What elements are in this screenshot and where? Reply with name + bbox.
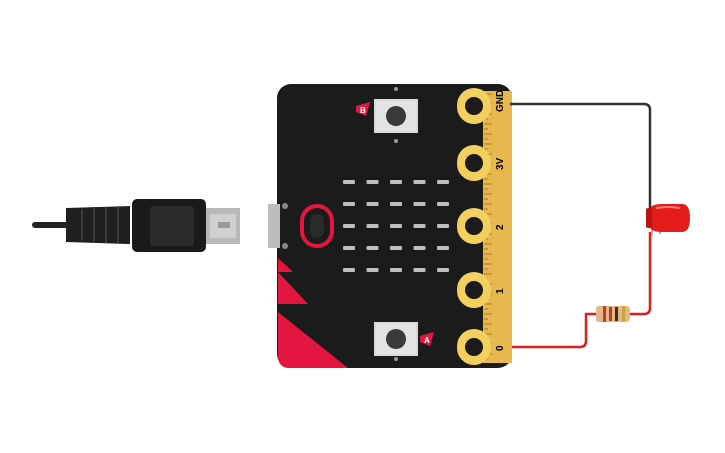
- led-matrix-pixel: [366, 224, 379, 228]
- led-matrix-pixel: [366, 202, 379, 206]
- pin-label-3v: 3V: [495, 157, 506, 170]
- button-b-cap: [386, 106, 406, 126]
- usb-cable[interactable]: [32, 199, 240, 252]
- led-matrix-pixel: [390, 180, 402, 184]
- wire-pin0-to-resistor[interactable]: [512, 312, 598, 349]
- usb-plug-face: [150, 206, 194, 246]
- resistor-icon[interactable]: [596, 306, 630, 322]
- led-matrix-pixel: [343, 224, 355, 228]
- pin-1[interactable]: 1: [457, 272, 506, 308]
- led-matrix-pixel: [343, 268, 355, 272]
- led-matrix: [343, 180, 449, 272]
- button-b-marker: [356, 102, 370, 116]
- pin-label-1: 1: [495, 288, 506, 294]
- led-body: [650, 204, 690, 232]
- strain-relief-ribs: [81, 207, 119, 243]
- led-matrix-pixel: [390, 246, 402, 250]
- led-matrix-pixel: [413, 246, 426, 250]
- led-icon[interactable]: [646, 204, 690, 236]
- button-b-label: B: [360, 106, 366, 115]
- pin-label-0: 0: [495, 345, 506, 351]
- button-a-label: A: [424, 336, 430, 345]
- led-matrix-pixel: [390, 268, 402, 272]
- led-matrix-pixel: [366, 180, 379, 184]
- button-b[interactable]: B: [356, 99, 418, 143]
- status-led: [310, 214, 324, 238]
- led-matrix-pixel: [437, 202, 449, 206]
- button-a[interactable]: A: [374, 322, 434, 361]
- led-matrix-pixel: [413, 268, 426, 272]
- led-matrix-pixel: [413, 224, 426, 228]
- led-matrix-pixel: [343, 180, 355, 184]
- pin-0[interactable]: 0: [457, 329, 506, 365]
- cable-strain-relief: [66, 206, 130, 244]
- led-matrix-pixel: [390, 224, 402, 228]
- wire-gnd-to-led[interactable]: [510, 102, 652, 214]
- led-matrix-pixel: [343, 246, 355, 250]
- board-accent-shapes: [278, 258, 348, 368]
- led-matrix-pixel: [437, 224, 449, 228]
- pin-label-gnd: GND: [495, 90, 506, 112]
- led-matrix-pixel: [366, 246, 379, 250]
- led-matrix-pixel: [413, 202, 426, 206]
- pin-gnd[interactable]: GND: [457, 88, 506, 124]
- led-matrix-pixel: [413, 180, 426, 184]
- wire-resistor-to-led[interactable]: [628, 232, 652, 316]
- button-a-cap: [386, 329, 406, 349]
- status-led-ring: [300, 204, 334, 248]
- board-usb-port: [268, 204, 280, 248]
- microbit-board[interactable]: B A GND 3V: [268, 84, 512, 368]
- pin-2[interactable]: 2: [457, 208, 506, 244]
- led-matrix-pixel: [437, 268, 449, 272]
- led-matrix-pixel: [343, 202, 355, 206]
- led-matrix-pixel: [437, 180, 449, 184]
- led-matrix-pixel: [390, 202, 402, 206]
- edge-pins: GND 3V 2 1 0: [457, 88, 506, 365]
- led-matrix-pixel: [366, 268, 379, 272]
- pin-3v[interactable]: 3V: [457, 145, 506, 181]
- pin-label-2: 2: [495, 224, 506, 230]
- cable-wire: [32, 222, 70, 228]
- button-a-marker: [420, 332, 434, 346]
- led-matrix-pixel: [437, 246, 449, 250]
